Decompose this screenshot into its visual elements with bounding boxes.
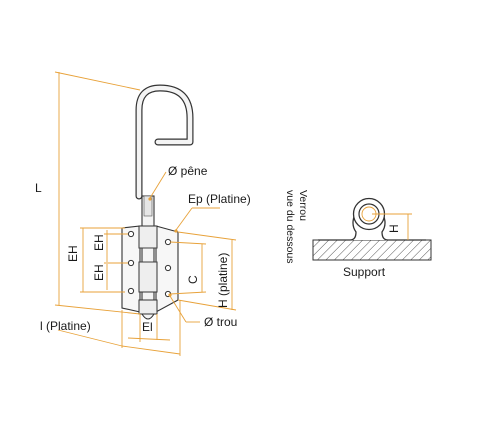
- label-ep-platine: Ep (Platine): [188, 192, 251, 206]
- label-pene: Ø pêne: [168, 164, 208, 178]
- label-trou: Ø trou: [204, 315, 237, 329]
- bottom-view: Verrou vue du dessous H Support: [284, 190, 432, 279]
- label-eh-upper: EH: [92, 234, 106, 251]
- label-h-platine: H (platine): [216, 253, 230, 308]
- label-eh-outer: EH: [66, 245, 80, 262]
- label-el: El: [142, 320, 153, 334]
- dimension-lines: [54, 71, 237, 356]
- mounting-plate: [121, 225, 179, 315]
- screw-hole: [127, 287, 135, 295]
- label-verrou: Verrou: [297, 190, 309, 221]
- label-l-platine: l (Platine): [40, 319, 91, 333]
- label-h-support: H: [387, 224, 401, 233]
- support-base: [312, 239, 432, 261]
- screw-hole: [127, 230, 135, 238]
- label-eh-lower: EH: [92, 264, 106, 281]
- left-view-labels: L Ø pêne Ep (Platine) EH EH EH C H (plat…: [35, 164, 251, 334]
- label-support: Support: [343, 265, 386, 279]
- label-L: L: [35, 181, 42, 195]
- screw-hole: [164, 238, 172, 246]
- screw-hole: [164, 264, 172, 272]
- label-vue-dessous: vue du dessous: [284, 190, 296, 264]
- label-c: C: [186, 275, 200, 284]
- screw-hole: [127, 259, 135, 267]
